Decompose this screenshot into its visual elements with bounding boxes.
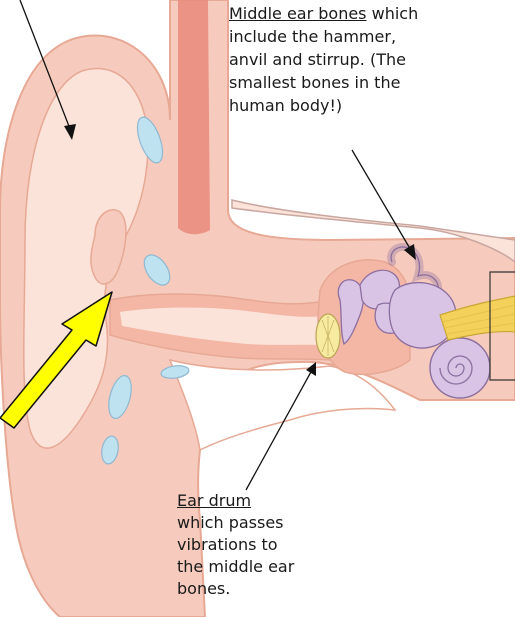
middle-ear-bones-text-2: include the hammer, <box>229 25 515 48</box>
ear-drum-text-4: bones. <box>177 578 347 600</box>
ear-drum-text-1: which passes <box>177 512 347 534</box>
middle-ear-bones-term: Middle ear bones <box>229 4 367 23</box>
middle-ear-bones-text-3: anvil and stirrup. (The <box>229 48 515 71</box>
ear-drum-text-2: vibrations to <box>177 534 347 556</box>
middle-ear-bones-text-4: smallest bones in the <box>229 71 515 94</box>
ear-drum-label: Ear drum which passes vibrations to the … <box>177 490 347 600</box>
ear-drum-text-3: the middle ear <box>177 556 347 578</box>
middle-ear-bones-line-1: Middle ear bones which <box>229 2 515 25</box>
bones-arrow-line <box>352 150 412 252</box>
vessel-strip <box>178 0 210 234</box>
cochlea <box>430 338 490 398</box>
middle-ear-bones-label: Middle ear bones which include the hamme… <box>229 2 515 117</box>
middle-ear-bones-text-1: which <box>367 4 419 23</box>
middle-ear-bones-text-5: human body!) <box>229 94 515 117</box>
ear-drum-term: Ear drum <box>177 490 347 512</box>
